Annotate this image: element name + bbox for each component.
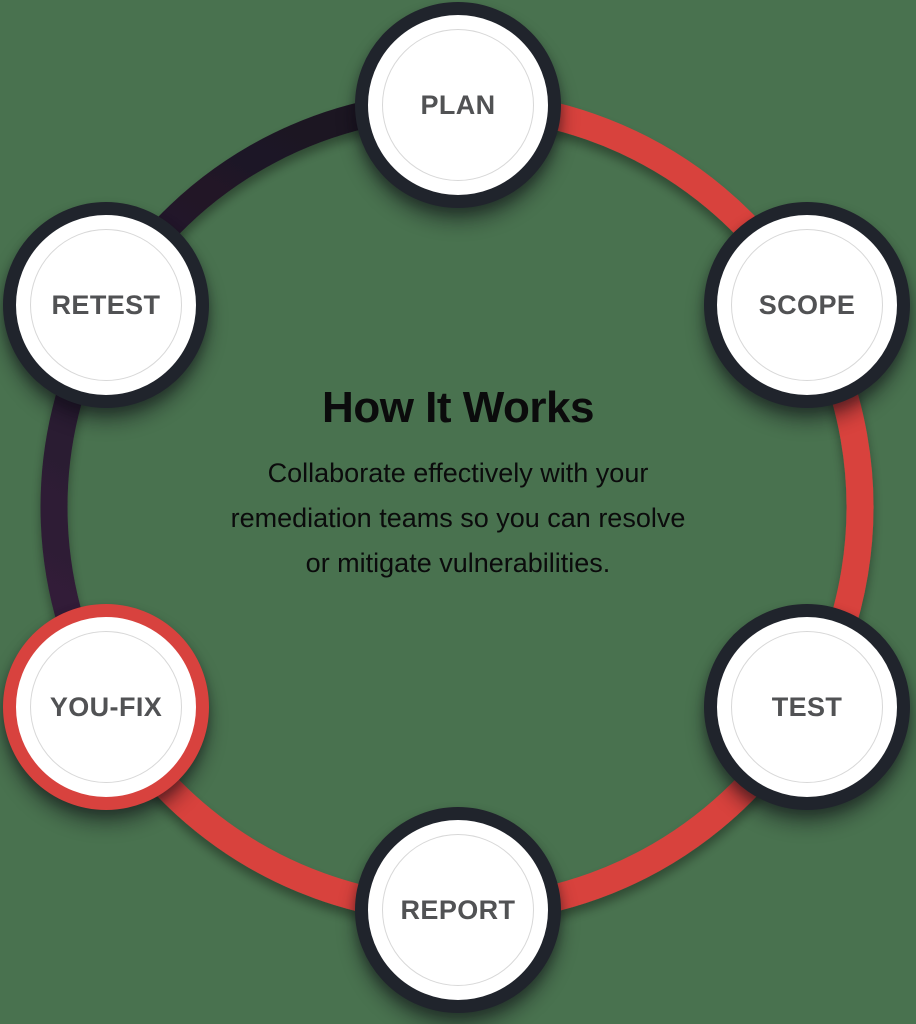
node-inner-circle (382, 29, 534, 181)
step-node-test: TEST (704, 604, 910, 810)
diagram-title: How It Works (322, 383, 594, 432)
description-line-2: remediation teams so you can resolve (230, 503, 686, 533)
diagram-description: Collaborate effectively with your remedi… (0, 451, 916, 586)
node-inner-circle (30, 631, 182, 783)
step-node-scope: SCOPE (704, 202, 910, 408)
description-line-1: Collaborate effectively with your (267, 458, 649, 488)
node-inner-circle (731, 229, 883, 381)
node-inner-circle (30, 229, 182, 381)
step-node-you-fix: YOU-FIX (3, 604, 209, 810)
step-node-report: REPORT (355, 807, 561, 1013)
node-inner-circle (731, 631, 883, 783)
step-node-retest: RETEST (3, 202, 209, 408)
description-line-3: or mitigate vulnerabilities. (305, 548, 611, 578)
center-text-block: How It Works Collaborate effectively wit… (0, 383, 916, 586)
step-node-plan: PLAN (355, 2, 561, 208)
node-inner-circle (382, 834, 534, 986)
